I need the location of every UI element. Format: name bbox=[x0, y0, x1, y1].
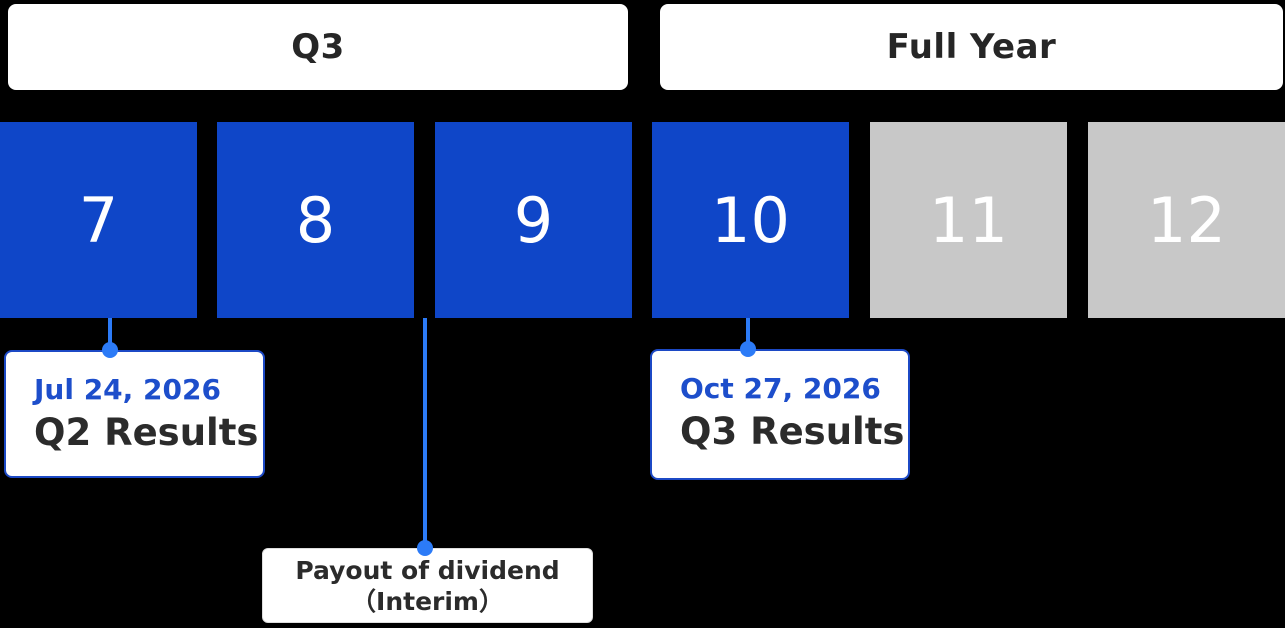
month-block-9: 9 bbox=[435, 122, 632, 318]
period-header-full-year-label: Full Year bbox=[886, 27, 1057, 67]
month-number: 11 bbox=[929, 183, 1008, 257]
event-title: Q2 Results bbox=[34, 411, 259, 454]
callout-dividend-payout: Payout of dividend （Interim） bbox=[262, 548, 593, 623]
connector-line-dividend-payout bbox=[423, 318, 427, 552]
month-block-11: 11 bbox=[870, 122, 1067, 318]
period-header-q3-label: Q3 bbox=[291, 27, 345, 67]
month-number: 9 bbox=[513, 183, 554, 257]
month-block-12: 12 bbox=[1088, 122, 1285, 318]
connector-dot-q3-results bbox=[740, 341, 756, 357]
connector-dot-q2-results bbox=[102, 342, 118, 358]
month-block-7: 7 bbox=[0, 122, 197, 318]
period-header-q3: Q3 bbox=[8, 4, 628, 90]
connector-dot-dividend-payout bbox=[417, 540, 433, 556]
connector-line-q2-results bbox=[108, 318, 112, 354]
month-number: 7 bbox=[78, 183, 119, 257]
callout-q2-results: Jul 24, 2026 Q2 Results bbox=[4, 350, 265, 478]
month-block-10: 10 bbox=[652, 122, 849, 318]
event-title: Payout of dividend bbox=[295, 555, 560, 585]
callout-q3-results: Oct 27, 2026 Q3 Results bbox=[650, 349, 910, 480]
event-title: Q3 Results bbox=[680, 410, 905, 453]
event-date: Oct 27, 2026 bbox=[680, 372, 881, 405]
month-number: 10 bbox=[711, 183, 790, 257]
month-number: 8 bbox=[295, 183, 336, 257]
connector-line-q3-results bbox=[746, 318, 750, 353]
event-date: Jul 24, 2026 bbox=[34, 373, 221, 406]
month-block-8: 8 bbox=[217, 122, 414, 318]
event-subtitle: （Interim） bbox=[351, 586, 504, 616]
month-number: 12 bbox=[1147, 183, 1226, 257]
period-header-full-year: Full Year bbox=[660, 4, 1283, 90]
